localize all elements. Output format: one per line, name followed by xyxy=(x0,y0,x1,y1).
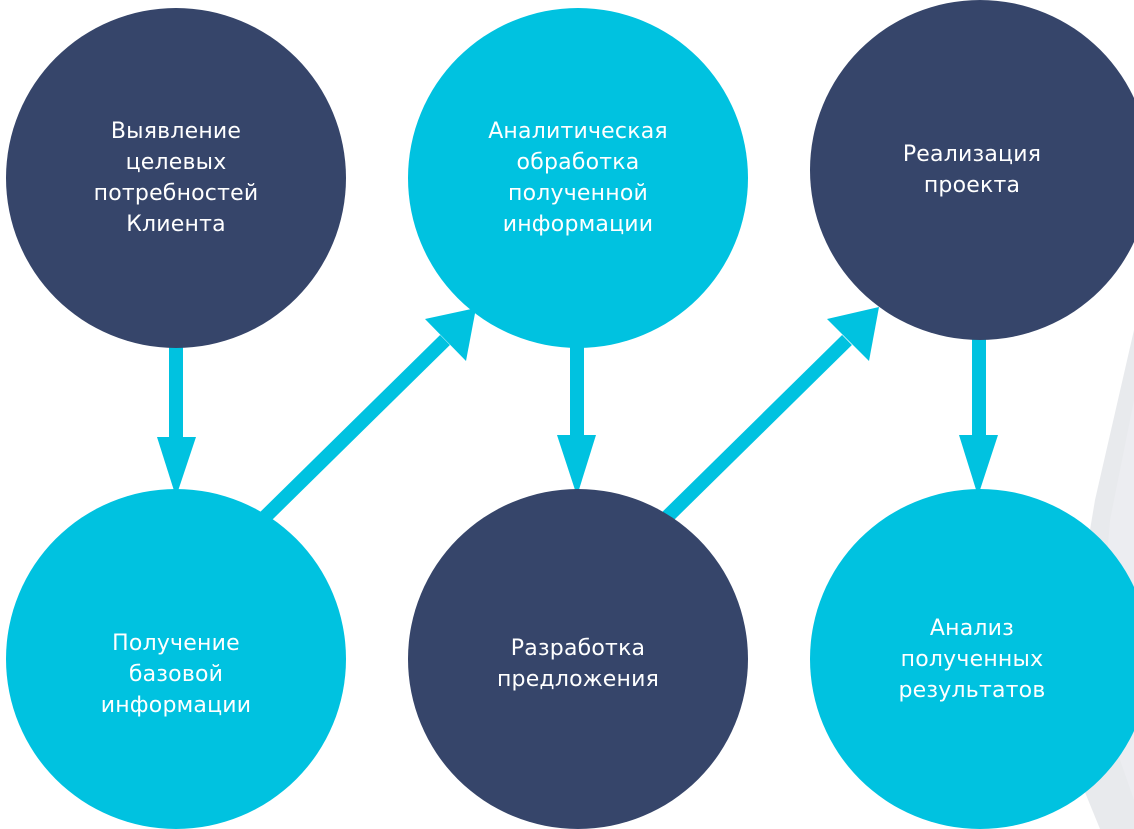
arrow-step1-to-step2 xyxy=(157,340,196,497)
step-1-label: Выявление целевых потребностей Клиента xyxy=(93,119,259,237)
step-2-label: Получение базовой информации xyxy=(100,630,252,718)
step-5-circle: Реализация проекта xyxy=(810,0,1134,340)
step-4-label: Разработка предложения xyxy=(496,636,660,692)
arrow-step5-to-step6 xyxy=(959,338,998,496)
step-3-circle: Аналитическая обработка полученной инфор… xyxy=(408,8,748,348)
step-1-circle: Выявление целевых потребностей Клиента xyxy=(6,8,346,348)
arrow-step3-to-step4 xyxy=(557,338,596,496)
arrow-step4-to-step5 xyxy=(657,307,879,527)
step-3-label: Аналитическая обработка полученной инфор… xyxy=(488,119,668,237)
step-6-circle: Анализ полученных результатов xyxy=(810,489,1134,829)
step-2-circle: Получение базовой информации xyxy=(6,489,346,829)
arrow-step2-to-step3 xyxy=(257,308,476,525)
step-4-circle: Разработка предложения xyxy=(408,489,748,829)
step-5-label: Реализация проекта xyxy=(902,142,1042,198)
step-6-label: Анализ полученных результатов xyxy=(898,615,1046,703)
